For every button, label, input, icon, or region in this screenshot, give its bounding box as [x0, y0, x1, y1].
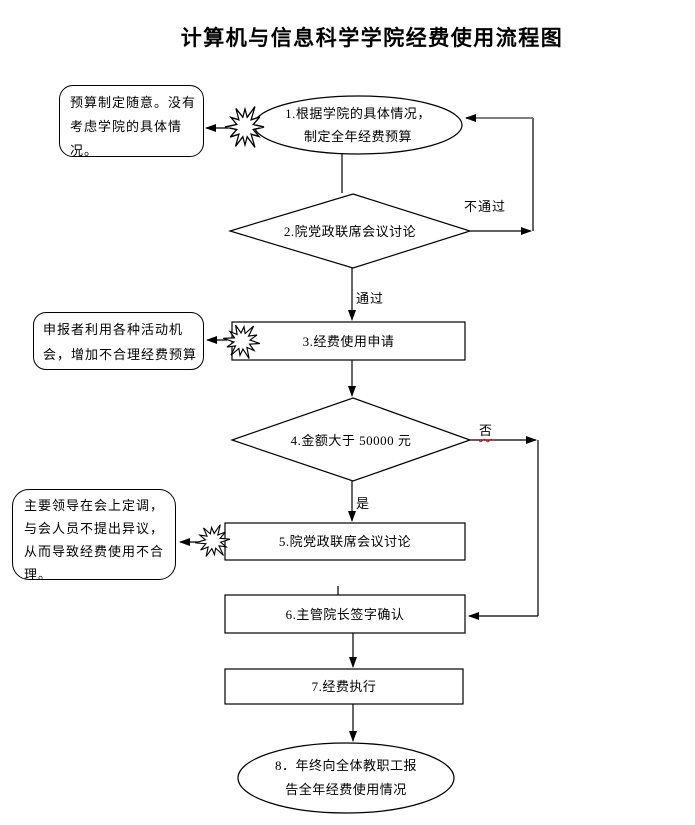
- callout-budget-arbitrary: 预算制定随意。没有 考虑学院的具体情 况。: [59, 85, 204, 157]
- process-5-rect: [224, 522, 466, 561]
- callout-leader-sets-tone: 主要领导在会上定调， 与会人员不提出异议， 从而导致经费使用不合 理。: [12, 489, 176, 580]
- node-8-label: 8．年终向全体教职工报 告全年经费使用情况: [274, 758, 417, 797]
- node-6-label: 6.主管院长签字确认: [285, 606, 405, 622]
- node-5-label: 5.院党政联席会议讨论: [278, 534, 412, 549]
- process-6-rect: [224, 594, 466, 634]
- node-4-label: 4.金额大于 50000 元: [290, 432, 412, 448]
- page-title: 计算机与信息科学学院经费使用流程图: [180, 26, 564, 50]
- node-1-label: 1.根据学院的具体情况， 制定全年经费预算: [285, 106, 431, 144]
- decision-4-diamond: [230, 397, 472, 482]
- decision-2-diamond: [227, 193, 472, 269]
- node-3-label: 3.经费使用申请: [302, 333, 395, 349]
- node-7-label: 7.经费执行: [311, 679, 377, 694]
- process-3-rect: [231, 321, 466, 361]
- end-ellipse: [237, 742, 455, 814]
- node-2-label: 2.院党政联席会议讨论: [283, 223, 417, 239]
- edge-label-pass: 通过: [356, 291, 385, 306]
- edge-label-yes: 是: [356, 496, 371, 511]
- callout-unreasonable-budget: 申报者利用各种活动机 会，增加不合理经费预算: [33, 312, 204, 370]
- edge-label-fail: 不通过: [464, 199, 507, 214]
- process-7-rect: [224, 668, 464, 705]
- edge-label-no: 否: [479, 423, 494, 438]
